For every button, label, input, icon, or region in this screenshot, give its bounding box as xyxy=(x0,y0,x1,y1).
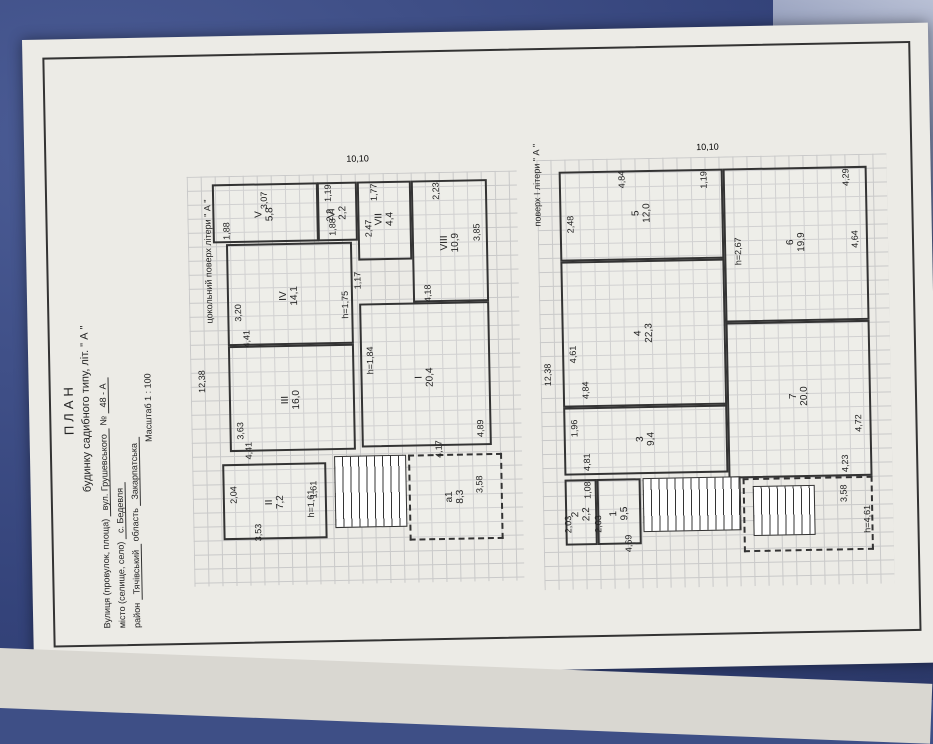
room-6-area: 19,9 xyxy=(795,232,808,252)
room-VIII-num: VIII xyxy=(438,235,451,251)
room-7-area: 20,0 xyxy=(798,386,811,406)
left-plan-width: 10,10 xyxy=(346,153,369,164)
number-label: № xyxy=(98,415,109,426)
room-a1-area: 8,3 xyxy=(454,489,466,504)
room-V-num: V xyxy=(253,211,265,218)
floor-plan-sheet: ПЛАН будинку садибного типу, літ. " А " … xyxy=(22,22,933,680)
dim: 3,53 xyxy=(253,523,264,542)
region-label: область xyxy=(130,508,141,542)
room-3-num: 3 xyxy=(634,436,646,443)
room-IV-area: 14,1 xyxy=(288,285,301,306)
room-1: 1 9,5 xyxy=(596,478,642,546)
left-plan-length: 12,38 xyxy=(196,370,208,393)
room-4-num: 4 xyxy=(632,330,644,337)
left-stair xyxy=(334,454,408,529)
dim: 3,58 xyxy=(474,475,485,494)
dim: 4,61 xyxy=(567,345,579,364)
room-1-num: 1 xyxy=(608,510,620,517)
city-label: місто (селище, село) xyxy=(115,541,128,629)
dim: 1,19 xyxy=(698,171,709,189)
room-1-area: 9,5 xyxy=(619,506,631,521)
room-a1-num: а1 xyxy=(443,491,455,503)
room-V-area: 5,8 xyxy=(264,207,276,222)
dim: 3,63 xyxy=(235,422,246,440)
street-label: Вулиця (провулок, площа) xyxy=(100,518,113,629)
room-VII-area: 4,4 xyxy=(384,211,396,227)
room-6-num: 6 xyxy=(784,239,797,246)
region-value: Закарпатська xyxy=(128,436,141,506)
dim: 1,88 xyxy=(221,222,232,240)
room-2: 2 2,2 xyxy=(564,479,598,546)
room-5-area: 12,0 xyxy=(641,203,653,223)
dim: 4,41 xyxy=(241,329,252,348)
street-value: вул. Грушевського xyxy=(98,428,112,517)
sheet-frame: ПЛАН будинку садибного типу, літ. " А " … xyxy=(42,40,922,648)
room-a1: а1 8,3 xyxy=(408,452,504,541)
dim: h=1,84 xyxy=(364,346,376,375)
room-VIII-area: 10,9 xyxy=(449,232,462,253)
city-value: с. Бедевля xyxy=(114,481,127,540)
room-IV-num: IV xyxy=(277,291,290,301)
room-5-num: 5 xyxy=(630,210,642,217)
room-I-num: I xyxy=(413,375,425,379)
number-value: 48 - А xyxy=(97,377,110,414)
title-block: ПЛАН будинку садибного типу, літ. " А " … xyxy=(57,187,185,629)
dim: h=2,67 xyxy=(732,237,744,266)
dim: 3,85 xyxy=(471,223,482,242)
dim: 2,47 xyxy=(363,219,374,238)
room-VII-num: VII xyxy=(373,212,385,226)
dim: 4,29 xyxy=(840,168,851,187)
dim: 2,23 xyxy=(430,182,441,200)
dim: 1,77 xyxy=(368,183,379,202)
dim: h=1,75 xyxy=(339,290,351,319)
dim: 1,17 xyxy=(352,271,363,290)
room-7-num: 7 xyxy=(787,393,800,400)
right-stair-main xyxy=(642,476,742,533)
dim: 4,69 xyxy=(623,534,634,553)
room-4-area: 22,3 xyxy=(643,323,655,343)
right-plan-length: 12,38 xyxy=(542,363,554,387)
right-plan-width: 10,10 xyxy=(696,141,719,153)
dim: 1,08 xyxy=(582,481,593,500)
room-3-area: 9,4 xyxy=(645,431,657,447)
dim: h=4,61 xyxy=(861,504,873,533)
dim: 2,04 xyxy=(228,486,239,504)
room-II-num: II xyxy=(263,499,275,506)
dim: 1,96 xyxy=(569,419,580,438)
dim: 4,84 xyxy=(616,170,627,189)
dim: 2,48 xyxy=(565,215,576,234)
dim: 2,03 xyxy=(563,515,574,534)
room-I: I 20,4 xyxy=(359,301,492,448)
dim: 4,81 xyxy=(581,453,593,472)
dim: 4,84 xyxy=(580,381,591,400)
dim: 1,88 xyxy=(327,218,338,236)
dim: 2,03 xyxy=(592,515,604,533)
dim: 4,23 xyxy=(839,454,851,473)
room-2-area: 2,2 xyxy=(581,507,593,522)
dim: 4,72 xyxy=(853,414,864,432)
dim: 3,07 xyxy=(258,191,270,210)
dim: 4,41 xyxy=(243,441,254,460)
dim: 3,20 xyxy=(232,304,244,322)
dim: h=1,61 xyxy=(305,489,317,518)
room-7: 7 20,0 xyxy=(725,319,873,479)
room-III: III 16,0 xyxy=(227,343,356,453)
dim: 3,58 xyxy=(838,484,849,503)
dim: 4,89 xyxy=(475,419,486,438)
right-porch xyxy=(742,475,874,553)
room-I-area: 20,4 xyxy=(424,367,436,388)
right-plan-caption: поверх І літери " А " xyxy=(531,143,543,227)
room-VI-area: 2,2 xyxy=(337,205,349,220)
dim: 4,64 xyxy=(849,230,860,248)
dim: 1,19 xyxy=(322,184,333,203)
room-6: 6 19,9 xyxy=(722,165,870,323)
dim: 4,17 xyxy=(433,440,444,458)
dim: 4,18 xyxy=(422,284,433,303)
district-label: район xyxy=(131,602,143,628)
room-II-area: 7,2 xyxy=(274,495,287,510)
room-III-num: III xyxy=(279,395,292,405)
district-value: Тячівський xyxy=(130,543,143,601)
room-III-area: 16,0 xyxy=(290,389,303,410)
